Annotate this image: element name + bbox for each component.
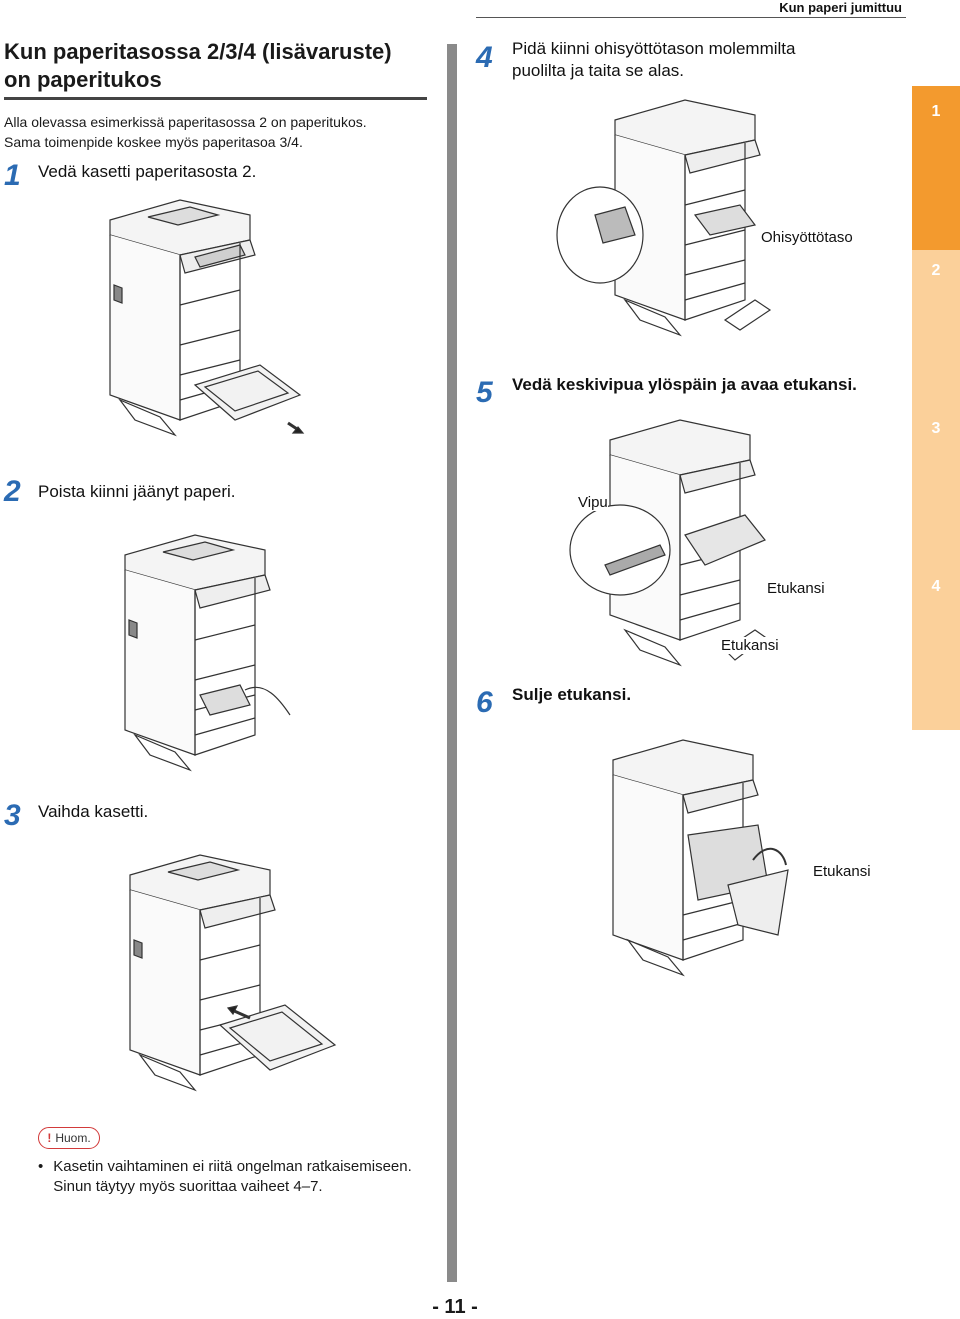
page-title: Kun paperitasossa 2/3/4 (lisävaruste) on… (4, 39, 392, 92)
intro-text: Alla olevassa esimerkissä paperitasossa … (4, 112, 434, 152)
step-5-text: Vedä keskivipua ylöspäin ja avaa etukans… (512, 375, 857, 394)
side-tab-1-fill (912, 138, 960, 250)
step-6-text: Sulje etukansi. (512, 685, 632, 704)
note-line-2: Sinun täytyy myös suorittaa vaiheet 4–7. (53, 1178, 323, 1195)
running-header: Kun paperi jumittuu (779, 0, 902, 15)
step-5-number: 5 (476, 376, 493, 409)
intro-line-1: Alla olevassa esimerkissä paperitasossa … (4, 114, 367, 130)
side-tab-3[interactable]: 3 (912, 406, 960, 564)
note-item: • Kasetin vaihtaminen ei riitä ongelman … (38, 1157, 458, 1197)
note-text: • Kasetin vaihtaminen ei riitä ongelman … (38, 1157, 458, 1197)
step-5-printer-illustration (569, 419, 767, 667)
step-1-printer-illustration (109, 199, 305, 437)
step-2-number: 2 (4, 475, 21, 508)
side-tab-2[interactable]: 2 (912, 250, 960, 406)
step-4-text: Pidä kiinni ohisyöttötason molemmilta pu… (512, 38, 795, 82)
bullet-icon: • (38, 1158, 44, 1175)
header-rule (476, 17, 906, 18)
step-3-number: 3 (4, 799, 21, 832)
step-6-printer-illustration (612, 739, 789, 977)
step-1-text: Vedä kasetti paperitasosta 2. (38, 162, 257, 181)
step-4-number: 4 (476, 41, 493, 74)
label-front-cover-2: Etukansi (721, 637, 779, 654)
label-lever: Vipu (578, 494, 608, 511)
label-front-cover-1: Etukansi (767, 580, 825, 597)
step-1-number: 1 (4, 159, 21, 192)
step-4-line-2: puolilta ja taita se alas. (512, 61, 684, 80)
title-rule (4, 97, 427, 100)
label-bypass-tray: Ohisyöttötaso (761, 229, 853, 246)
side-tab-1[interactable]: 1 (912, 86, 960, 138)
label-front-cover-3: Etukansi (813, 863, 871, 880)
note-badge: ! Huom. (38, 1127, 100, 1149)
step-3-text: Vaihda kasetti. (38, 802, 149, 821)
page-number: - 11 - (432, 1296, 478, 1318)
note-badge-label: Huom. (55, 1131, 91, 1145)
step-4-printer-illustration (556, 99, 772, 337)
note-line-1: Kasetin vaihtaminen ei riitä ongelman ra… (53, 1158, 412, 1175)
step-4-line-1: Pidä kiinni ohisyöttötason molemmilta (512, 39, 796, 58)
step-2-printer-illustration (124, 534, 291, 772)
step-2-text: Poista kiinni jäänyt paperi. (38, 482, 236, 501)
column-divider (447, 44, 457, 1282)
side-tab-4[interactable]: 4 (912, 564, 960, 730)
step-6-number: 6 (476, 686, 493, 719)
exclamation-icon: ! (47, 1131, 52, 1145)
intro-line-2: Sama toimenpide koskee myös paperitasoa … (4, 134, 303, 150)
step-3-printer-illustration (129, 854, 337, 1092)
